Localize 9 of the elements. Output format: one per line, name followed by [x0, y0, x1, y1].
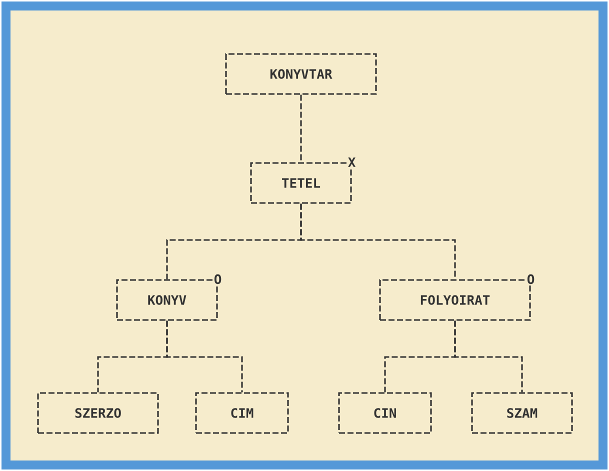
text-box: KONYVTAR [225, 53, 377, 95]
text-box: SZERZO [37, 392, 159, 434]
text-box: CIN [338, 392, 432, 434]
text-box: CIM [195, 392, 289, 434]
text-box: SZAM [471, 392, 573, 434]
connector-line [454, 320, 523, 392]
connector-line [300, 94, 302, 162]
connector-line [166, 320, 243, 392]
connector-line [300, 204, 456, 280]
